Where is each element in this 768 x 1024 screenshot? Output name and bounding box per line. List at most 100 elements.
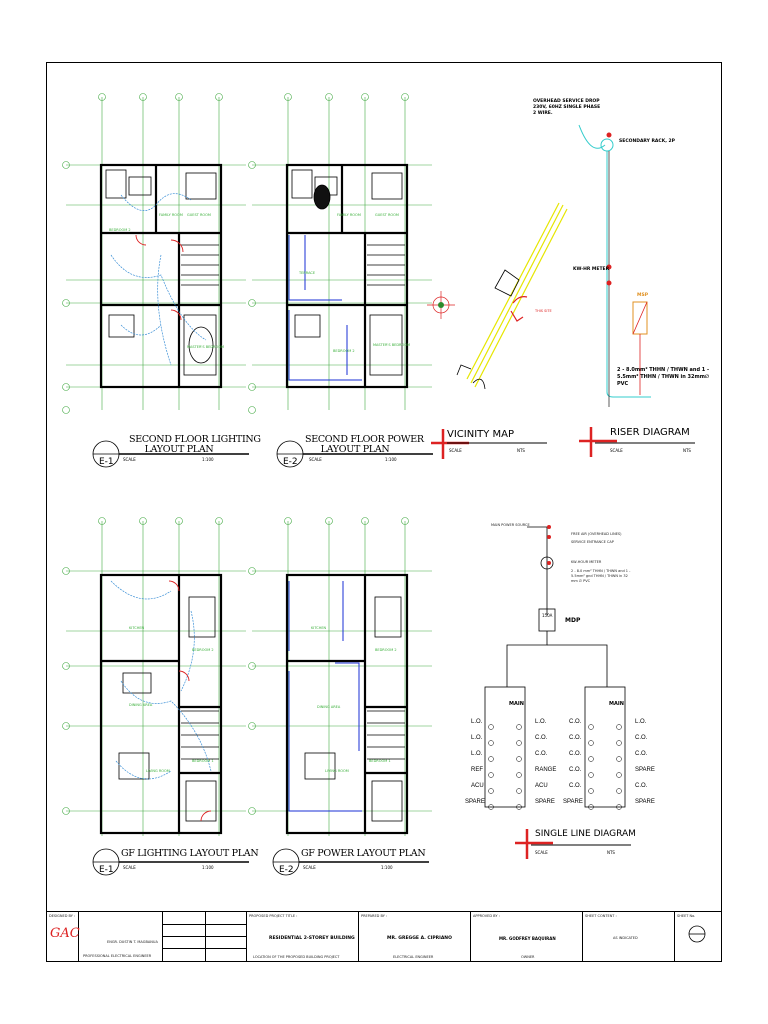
riser-diagram: [578, 124, 651, 407]
sld-panel-b-left-6: SPARE: [563, 799, 583, 805]
sld-panel-a-left-5: ACU: [471, 783, 484, 789]
tb-prepared: PREPARED BY : MR. GREGGE A. CIPRIANO ELE…: [359, 912, 471, 962]
gf-power-title: GF POWER LAYOUT PLAN: [301, 848, 426, 859]
gf-lighting-title: GF LIGHTING LAYOUT PLAN: [121, 848, 259, 859]
riser-secondary-rack: SECONDARY RACK, 2P: [619, 139, 675, 144]
sld-mdp: MDP: [565, 617, 581, 624]
tb-sheet-content-value: AS INDICATED: [613, 936, 638, 940]
riser-scale: SCALE: [610, 448, 623, 453]
tb-engineer-title: PROFESSIONAL ELECTRICAL ENGINEER: [83, 954, 152, 958]
tb-project-title: RESIDENTIAL 2-STOREY BUILDING: [269, 936, 355, 941]
tb-sheet-content-label: SHEET CONTENT :: [585, 914, 617, 918]
gf-power-plan: [248, 517, 432, 836]
tb-approved-label: APPROVED BY :: [473, 914, 500, 918]
gf-power-title-underline: [299, 861, 429, 863]
tb-signatures: [163, 912, 247, 962]
sld-panel-a-left-1: L.O.: [471, 719, 483, 725]
sld-panel-b-left-2: C.O.: [569, 735, 582, 741]
tb-sheet-no: SHEET No.: [675, 912, 721, 962]
sf-lighting-title-line2: LAYOUT PLAN: [144, 444, 214, 455]
sf-power-room-terrace: TERRACE: [299, 271, 316, 275]
sf-lighting-title-line1: SECOND FLOOR LIGHTING: [129, 434, 261, 445]
sld-panel-a-right-6: SPARE: [535, 799, 555, 805]
tb-approved-by: MR. GODFREY BAQUIRAN: [499, 936, 556, 941]
sld-kwh-hour-meter: KW-HOUR METER: [571, 560, 602, 564]
sf-lighting-scale-value: 1:100: [202, 457, 214, 462]
sf-power-title-line2: LAYOUT PLAN: [320, 444, 390, 455]
riser-title-underline: [595, 442, 695, 444]
sf-power-room-bedroom2: BEDROOM 2: [333, 349, 355, 353]
tb-prepared-note: ELECTRICAL ENGINEER: [393, 955, 434, 959]
sld-panel-a-main: MAIN: [509, 701, 524, 707]
sld-service-entrance-cap: SERVICE ENTRANCE CAP: [571, 540, 614, 544]
tb-sheet-content: SHEET CONTENT : AS INDICATED: [583, 912, 675, 962]
gf-power-scale-value: 1:100: [381, 865, 393, 870]
gf-power-scale: SCALE: [303, 865, 316, 870]
sld-scale-value: NTS: [607, 850, 615, 855]
gf-power-code: E-2: [279, 865, 294, 875]
sld-panel-a-right-5: ACU: [535, 783, 548, 789]
tb-logo: GAC: [50, 926, 80, 941]
gf-light-room-bedroom2: BEDROOM 2: [192, 648, 214, 652]
sld-panel-a-right-4: RANGE: [535, 767, 557, 773]
sf-lighting-title: SECOND FLOOR LIGHTING LAYOUT PLAN: [129, 434, 261, 455]
riser-service-drop: OVERHEAD SERVICE DROP 230V, 60HZ SINGLE …: [533, 99, 601, 116]
gf-power-room-kitchen: KITCHEN: [311, 626, 327, 630]
sf-light-room-bedroom2: BEDROOM 2: [109, 228, 131, 232]
sf-power-room-guest: GUEST ROOM: [375, 213, 399, 217]
sld-panel-a-right-1: L.O.: [535, 719, 547, 725]
sld-title: SINGLE LINE DIAGRAM: [535, 829, 636, 839]
tb-project-location: LOCATION OF THE PROPOSED BUILDING PROJEC…: [253, 955, 340, 959]
sf-light-room-family: FAMILY ROOM: [159, 213, 183, 217]
gf-light-room-dining: DINING AREA: [129, 703, 153, 707]
tb-designed-by-label: DESIGNED BY :: [49, 914, 76, 918]
sld-panel-b-left-1: C.O.: [569, 719, 582, 725]
riser-wire-spec: 2 - 8.0mm² THHN / THWN and 1 - 5.5mm² TH…: [617, 367, 710, 387]
sf-power-code: E-2: [283, 457, 298, 467]
drawing-sheet: FAMILY ROOM GUEST ROOM BEDROOM 2 MASTER'…: [46, 62, 722, 962]
gf-lighting-scale-value: 1:100: [202, 865, 214, 870]
sld-panel-b-right-5: C.O.: [635, 783, 648, 789]
sld-title-underline: [531, 844, 631, 846]
sf-power-room-family: FAMILY ROOM: [337, 213, 361, 217]
sld-panel-b-right-2: C.O.: [635, 735, 648, 741]
tb-approved-note: OWNER: [521, 955, 535, 959]
sld-panel-b-right-1: L.O.: [635, 719, 647, 725]
sld-main-power-source: MAIN POWER SOURCE: [491, 523, 530, 527]
tb-project-label: PROPOSED PROJECT TITLE :: [249, 914, 298, 918]
sld-panel-b-left-4: C.O.: [569, 767, 582, 773]
sf-power-title: SECOND FLOOR POWER LAYOUT PLAN: [305, 434, 424, 455]
sld-title-marker: [515, 829, 553, 859]
sld-mdp-rating: 150A: [542, 613, 553, 618]
tb-engineer: ENGR. DUSTIN T. MAGBANUA PROFESSIONAL EL…: [79, 912, 163, 962]
sld-panel-b-left-5: C.O.: [569, 783, 582, 789]
tb-approved: APPROVED BY : MR. GODFREY BAQUIRAN OWNER: [471, 912, 583, 962]
sf-lighting-code: E-1: [99, 457, 114, 467]
tb-prepared-by: MR. GREGGE A. CIPRIANO: [387, 936, 452, 941]
sf-power-scale: SCALE: [309, 457, 322, 462]
vicinity-title: VICINITY MAP: [447, 429, 515, 440]
vicinity-scale: SCALE: [449, 448, 462, 453]
sld-feeder-spec: 2 - 8.0 mm² THHN / THWN and 1 - 5.5mm² g…: [571, 569, 631, 583]
sld-free-air: FREE AIR (OVERHEAD LINES): [571, 532, 622, 536]
gf-power-room-living: LIVING ROOM: [325, 769, 349, 773]
single-line-diagram: [484, 525, 626, 810]
gf-light-room-living: LIVING ROOM: [146, 769, 170, 773]
riser-title-marker: [579, 427, 617, 457]
sheet-symbol-icon: [688, 925, 706, 943]
sf-power-title-line1: SECOND FLOOR POWER: [305, 434, 424, 445]
gf-lighting-title-underline: [119, 861, 249, 863]
tb-project: PROPOSED PROJECT TITLE : RESIDENTIAL 2-S…: [247, 912, 359, 962]
gf-lighting-plan: [62, 517, 246, 836]
sf-lighting-title-underline: [119, 453, 249, 455]
gf-power-room-dining: DINING AREA: [317, 705, 341, 709]
riser-scale-value: NTS: [683, 448, 691, 453]
tb-prepared-label: PREPARED BY :: [361, 914, 388, 918]
vicinity-map: [427, 202, 568, 390]
gf-light-room-bedroom1: BEDROOM 1: [192, 759, 214, 763]
sld-panel-b-right-4: SPARE: [635, 767, 655, 773]
tb-sheet-no-label: SHEET No.: [677, 914, 696, 918]
tb-designed-by: DESIGNED BY : GAC: [47, 912, 80, 962]
sld-panel-b-main: MAIN: [609, 701, 624, 707]
vicinity-title-underline: [447, 442, 547, 444]
